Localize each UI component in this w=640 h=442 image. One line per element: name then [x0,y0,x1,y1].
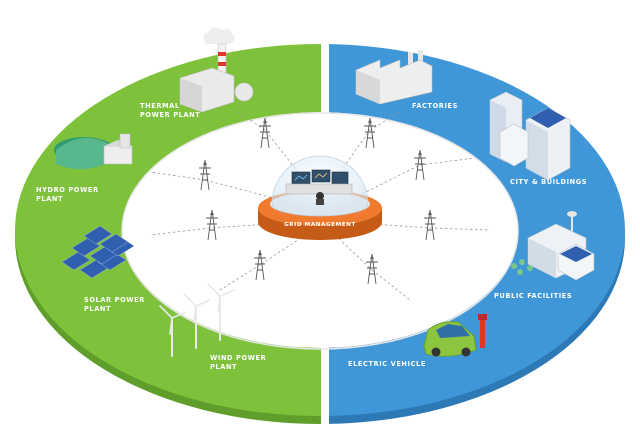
hydro-power-plant: HYDRO POWER PLANT [36,133,133,203]
public-building-icon [511,211,595,281]
wind-label-1: WIND POWER [210,354,266,362]
svg-text:PLANT: PLANT [84,305,111,313]
supply-ring-half [15,44,321,416]
factories: FACTORIES [355,50,458,110]
hydro-label-2: PLANT [36,195,63,203]
svg-text:FACTORIES: FACTORIES [412,102,458,110]
grid-management-hub: GRID MANAGEMENT [258,155,382,240]
solar-panel-icon [61,225,135,279]
solar-label-2: PLANT [84,305,111,313]
public-label: PUBLIC FACILITIES [494,292,572,300]
skyscraper-icon [489,91,571,181]
svg-text:ELECTRIC VEHICLE: ELECTRIC VEHICLE [348,360,426,368]
hydro-label-1: HYDRO POWER [36,186,99,194]
power-plant-chimney-icon [179,27,254,113]
city-buildings: CITY & BUILDINGS [489,91,587,186]
thermal-label-1: THERMAL [140,102,180,110]
factories-label: FACTORIES [412,102,458,110]
inner-rim [121,112,519,350]
svg-text:THERMAL: THERMAL [140,102,180,110]
transmission-tower-icon [199,117,436,285]
svg-text:WIND POWER: WIND POWER [210,354,266,362]
svg-text:PLANT: PLANT [36,195,63,203]
factory-icon [355,50,433,105]
ev-label: ELECTRIC VEHICLE [348,360,426,368]
public-facilities: PUBLIC FACILITIES [494,211,595,300]
electric-vehicle: ELECTRIC VEHICLE [348,314,487,368]
solar-label-1: SOLAR POWER [84,296,145,304]
hub-label: GRID MANAGEMENT [284,222,356,228]
solar-power-plant: SOLAR POWER PLANT [61,225,145,313]
thermal-label-2: POWER PLANT [140,111,200,119]
svg-text:POWER PLANT: POWER PLANT [140,111,200,119]
svg-text:PUBLIC FACILITIES: PUBLIC FACILITIES [494,292,572,300]
dam-icon [54,133,133,170]
electric-car-icon [423,314,487,357]
city-label: CITY & BUILDINGS [510,178,587,186]
wind-turbine-icon [159,283,235,357]
svg-text:CITY & BUILDINGS: CITY & BUILDINGS [510,178,587,186]
thermal-power-plant: THERMAL POWER PLANT [140,27,254,119]
svg-text:PLANT: PLANT [210,363,237,371]
svg-text:SOLAR POWER: SOLAR POWER [84,296,145,304]
wind-power-plant: WIND POWER PLANT [159,283,266,371]
svg-text:HYDRO POWER: HYDRO POWER [36,186,99,194]
wind-label-2: PLANT [210,363,237,371]
